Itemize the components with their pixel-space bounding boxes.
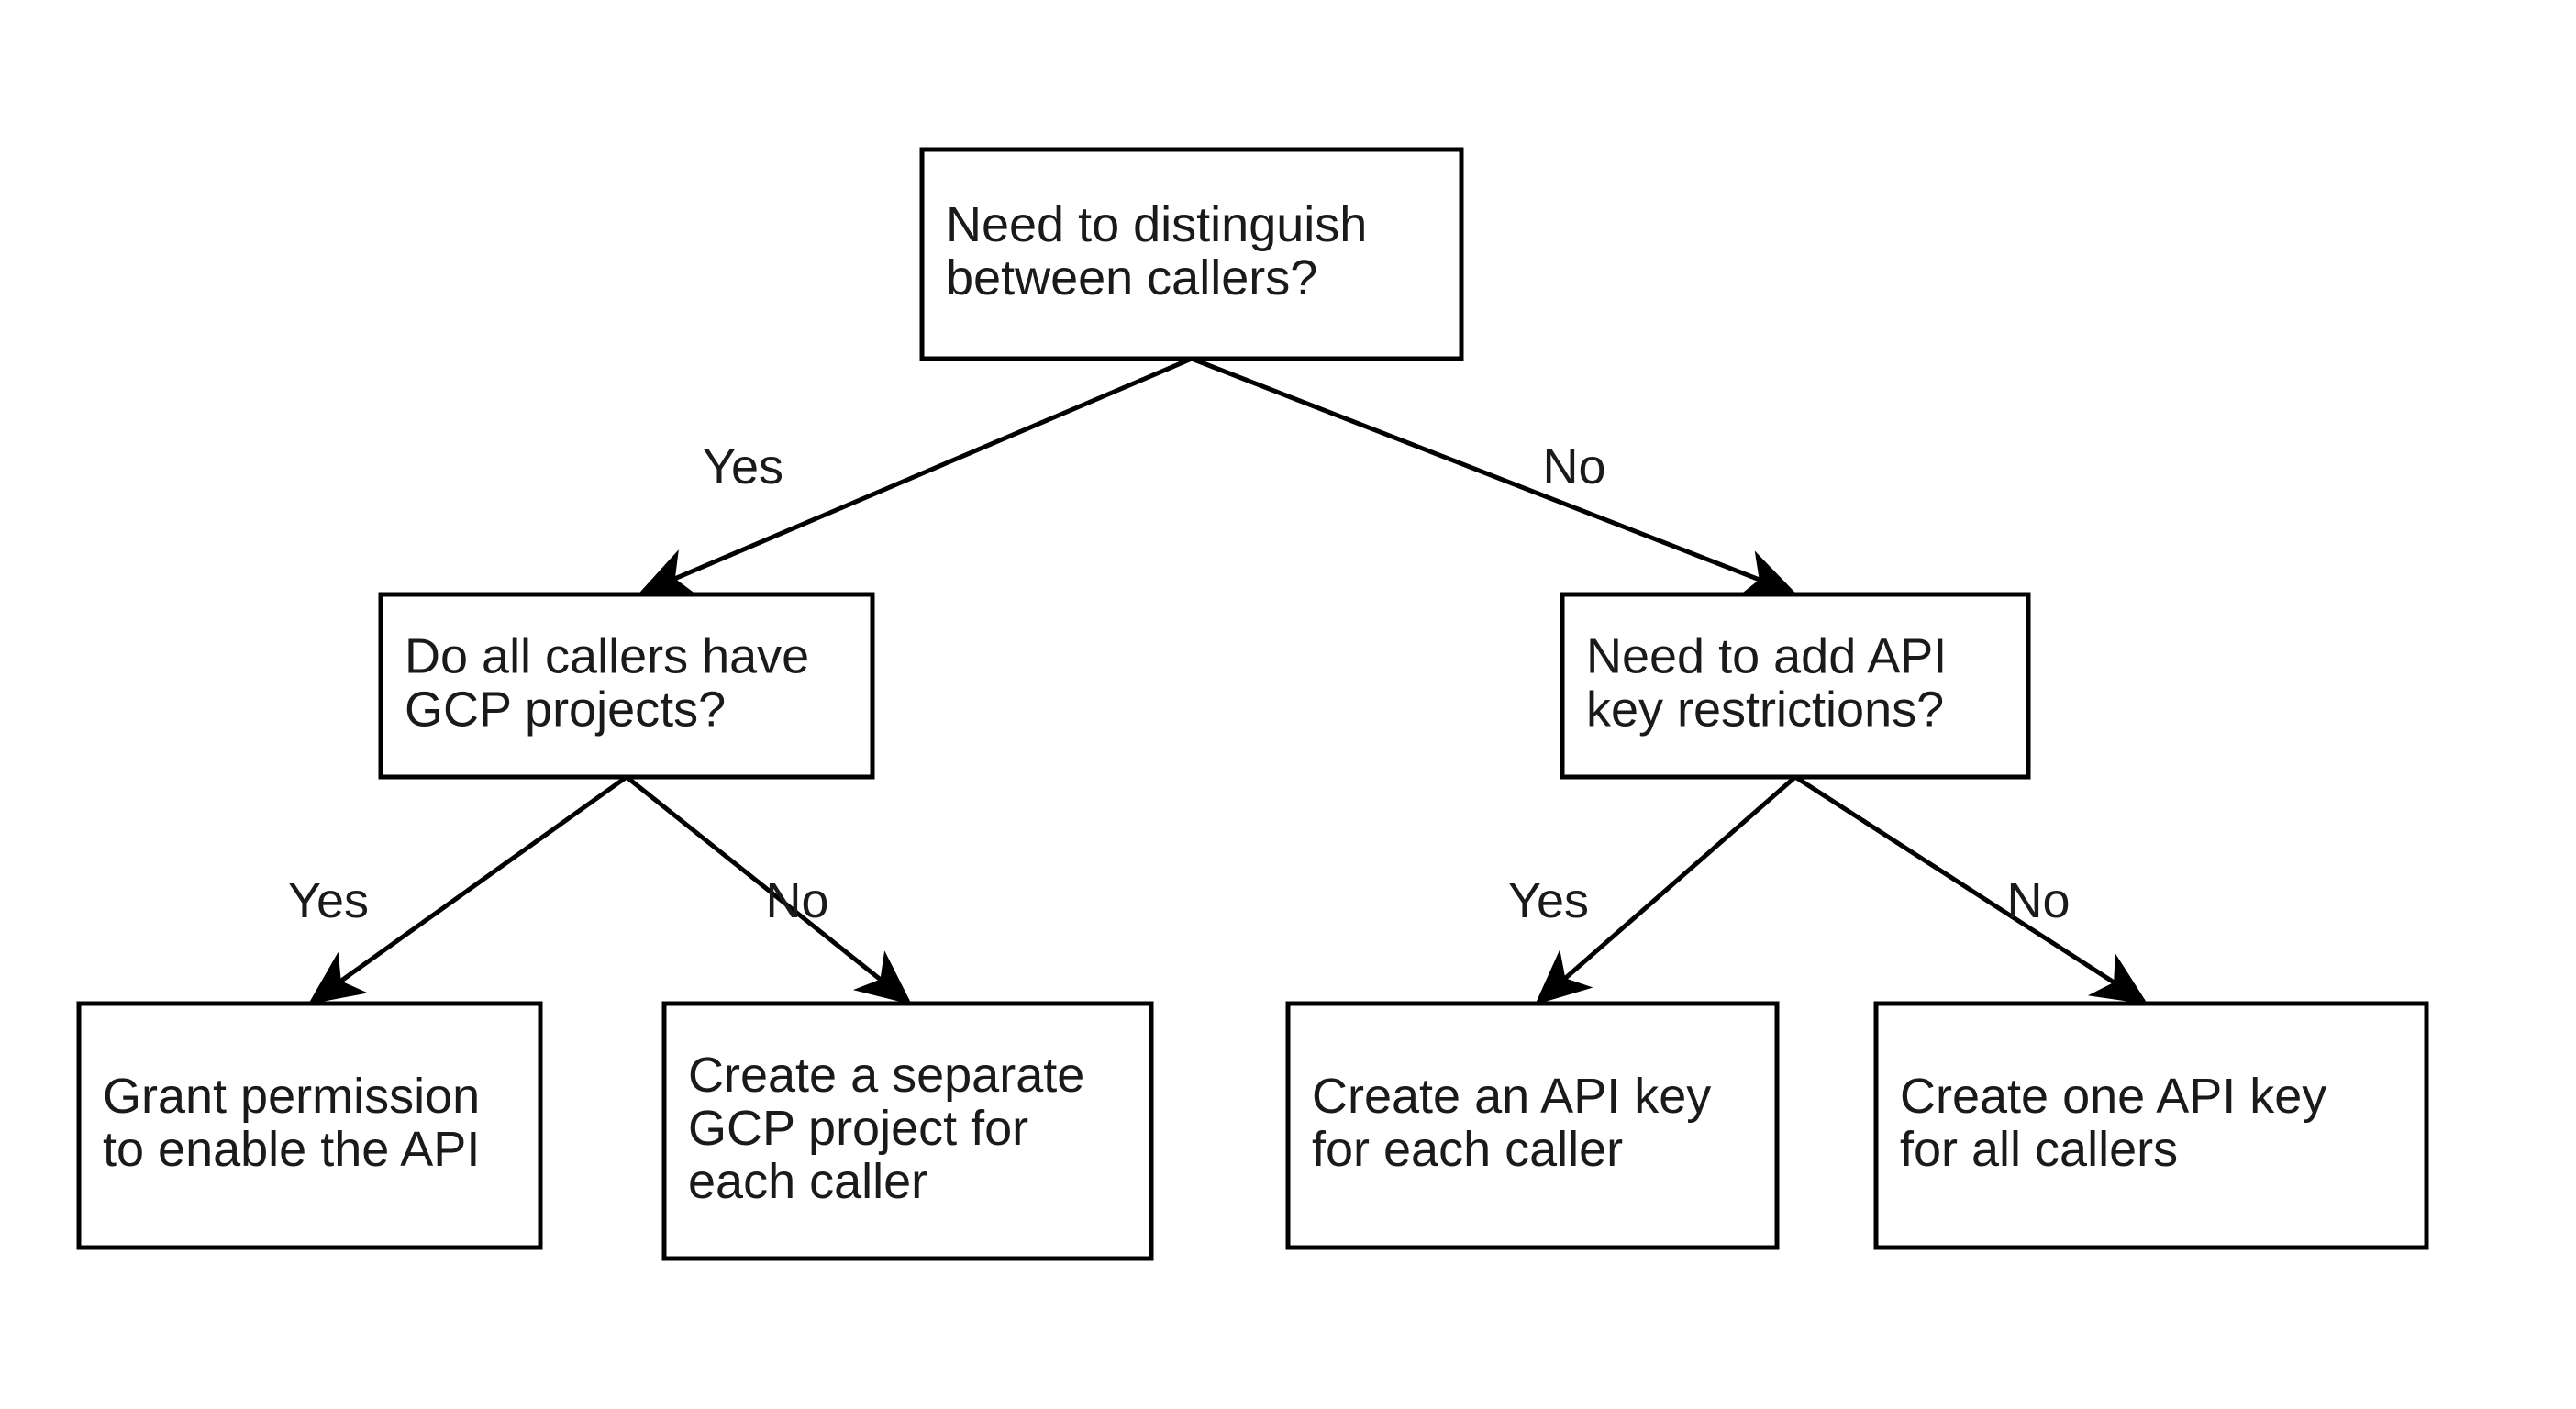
node-text-line-leaf-key-all-callers-1: for all callers — [1900, 1122, 2178, 1177]
node-text-line-leaf-separate-project-0: Create a separate — [688, 1048, 1084, 1103]
node-text-line-left-decision-0: Do all callers have — [405, 629, 809, 684]
edge-label-right-no: No — [2006, 873, 2070, 928]
node-box-leaf-key-each-caller — [1285, 1001, 1780, 1250]
node-text-line-leaf-grant-permission-1: to enable the API — [103, 1122, 480, 1177]
node-text-line-leaf-separate-project-1: GCP project for — [688, 1101, 1028, 1156]
edge-label-root-yes: Yes — [703, 439, 783, 494]
edge-label-left-yes: Yes — [288, 873, 369, 928]
node-text-line-leaf-key-all-callers-0: Create one API key — [1900, 1069, 2326, 1124]
edge-left-no — [625, 775, 912, 1005]
edge-label-root-no: No — [1542, 439, 1605, 494]
edge-label-right-yes: Yes — [1508, 873, 1589, 928]
edge-right-no — [1793, 774, 2149, 1004]
node-text-line-left-decision-1: GCP projects? — [405, 682, 726, 738]
node-box-left-decision — [378, 592, 875, 780]
edge-left-yes — [307, 774, 628, 1004]
node-text-line-leaf-key-each-caller-0: Create an API key — [1312, 1069, 1711, 1124]
node-text-line-leaf-key-each-caller-1: for each caller — [1312, 1122, 1623, 1177]
node-box-leaf-grant-permission — [76, 1001, 543, 1250]
edge-right-yes — [1535, 775, 1797, 1005]
node-text-line-root-1: between callers? — [946, 250, 1317, 305]
node-text-line-right-decision-1: key restrictions? — [1586, 682, 1944, 738]
node-box-leaf-key-all-callers — [1873, 1001, 2429, 1250]
node-box-root — [919, 147, 1464, 361]
node-box-right-decision — [1560, 592, 2031, 780]
node-text-line-root-0: Need to distinguish — [946, 197, 1367, 252]
node-text-line-leaf-separate-project-2: each caller — [688, 1154, 927, 1209]
node-box-leaf-separate-project — [661, 1001, 1154, 1261]
node-text-line-leaf-grant-permission-0: Grant permission — [103, 1069, 480, 1124]
edge-label-left-no: No — [765, 873, 828, 928]
edge-root-yes — [638, 356, 1193, 596]
edge-root-no — [1191, 356, 1797, 598]
edges-group — [307, 356, 2149, 1005]
node-text-line-right-decision-0: Need to add API — [1586, 629, 1947, 684]
